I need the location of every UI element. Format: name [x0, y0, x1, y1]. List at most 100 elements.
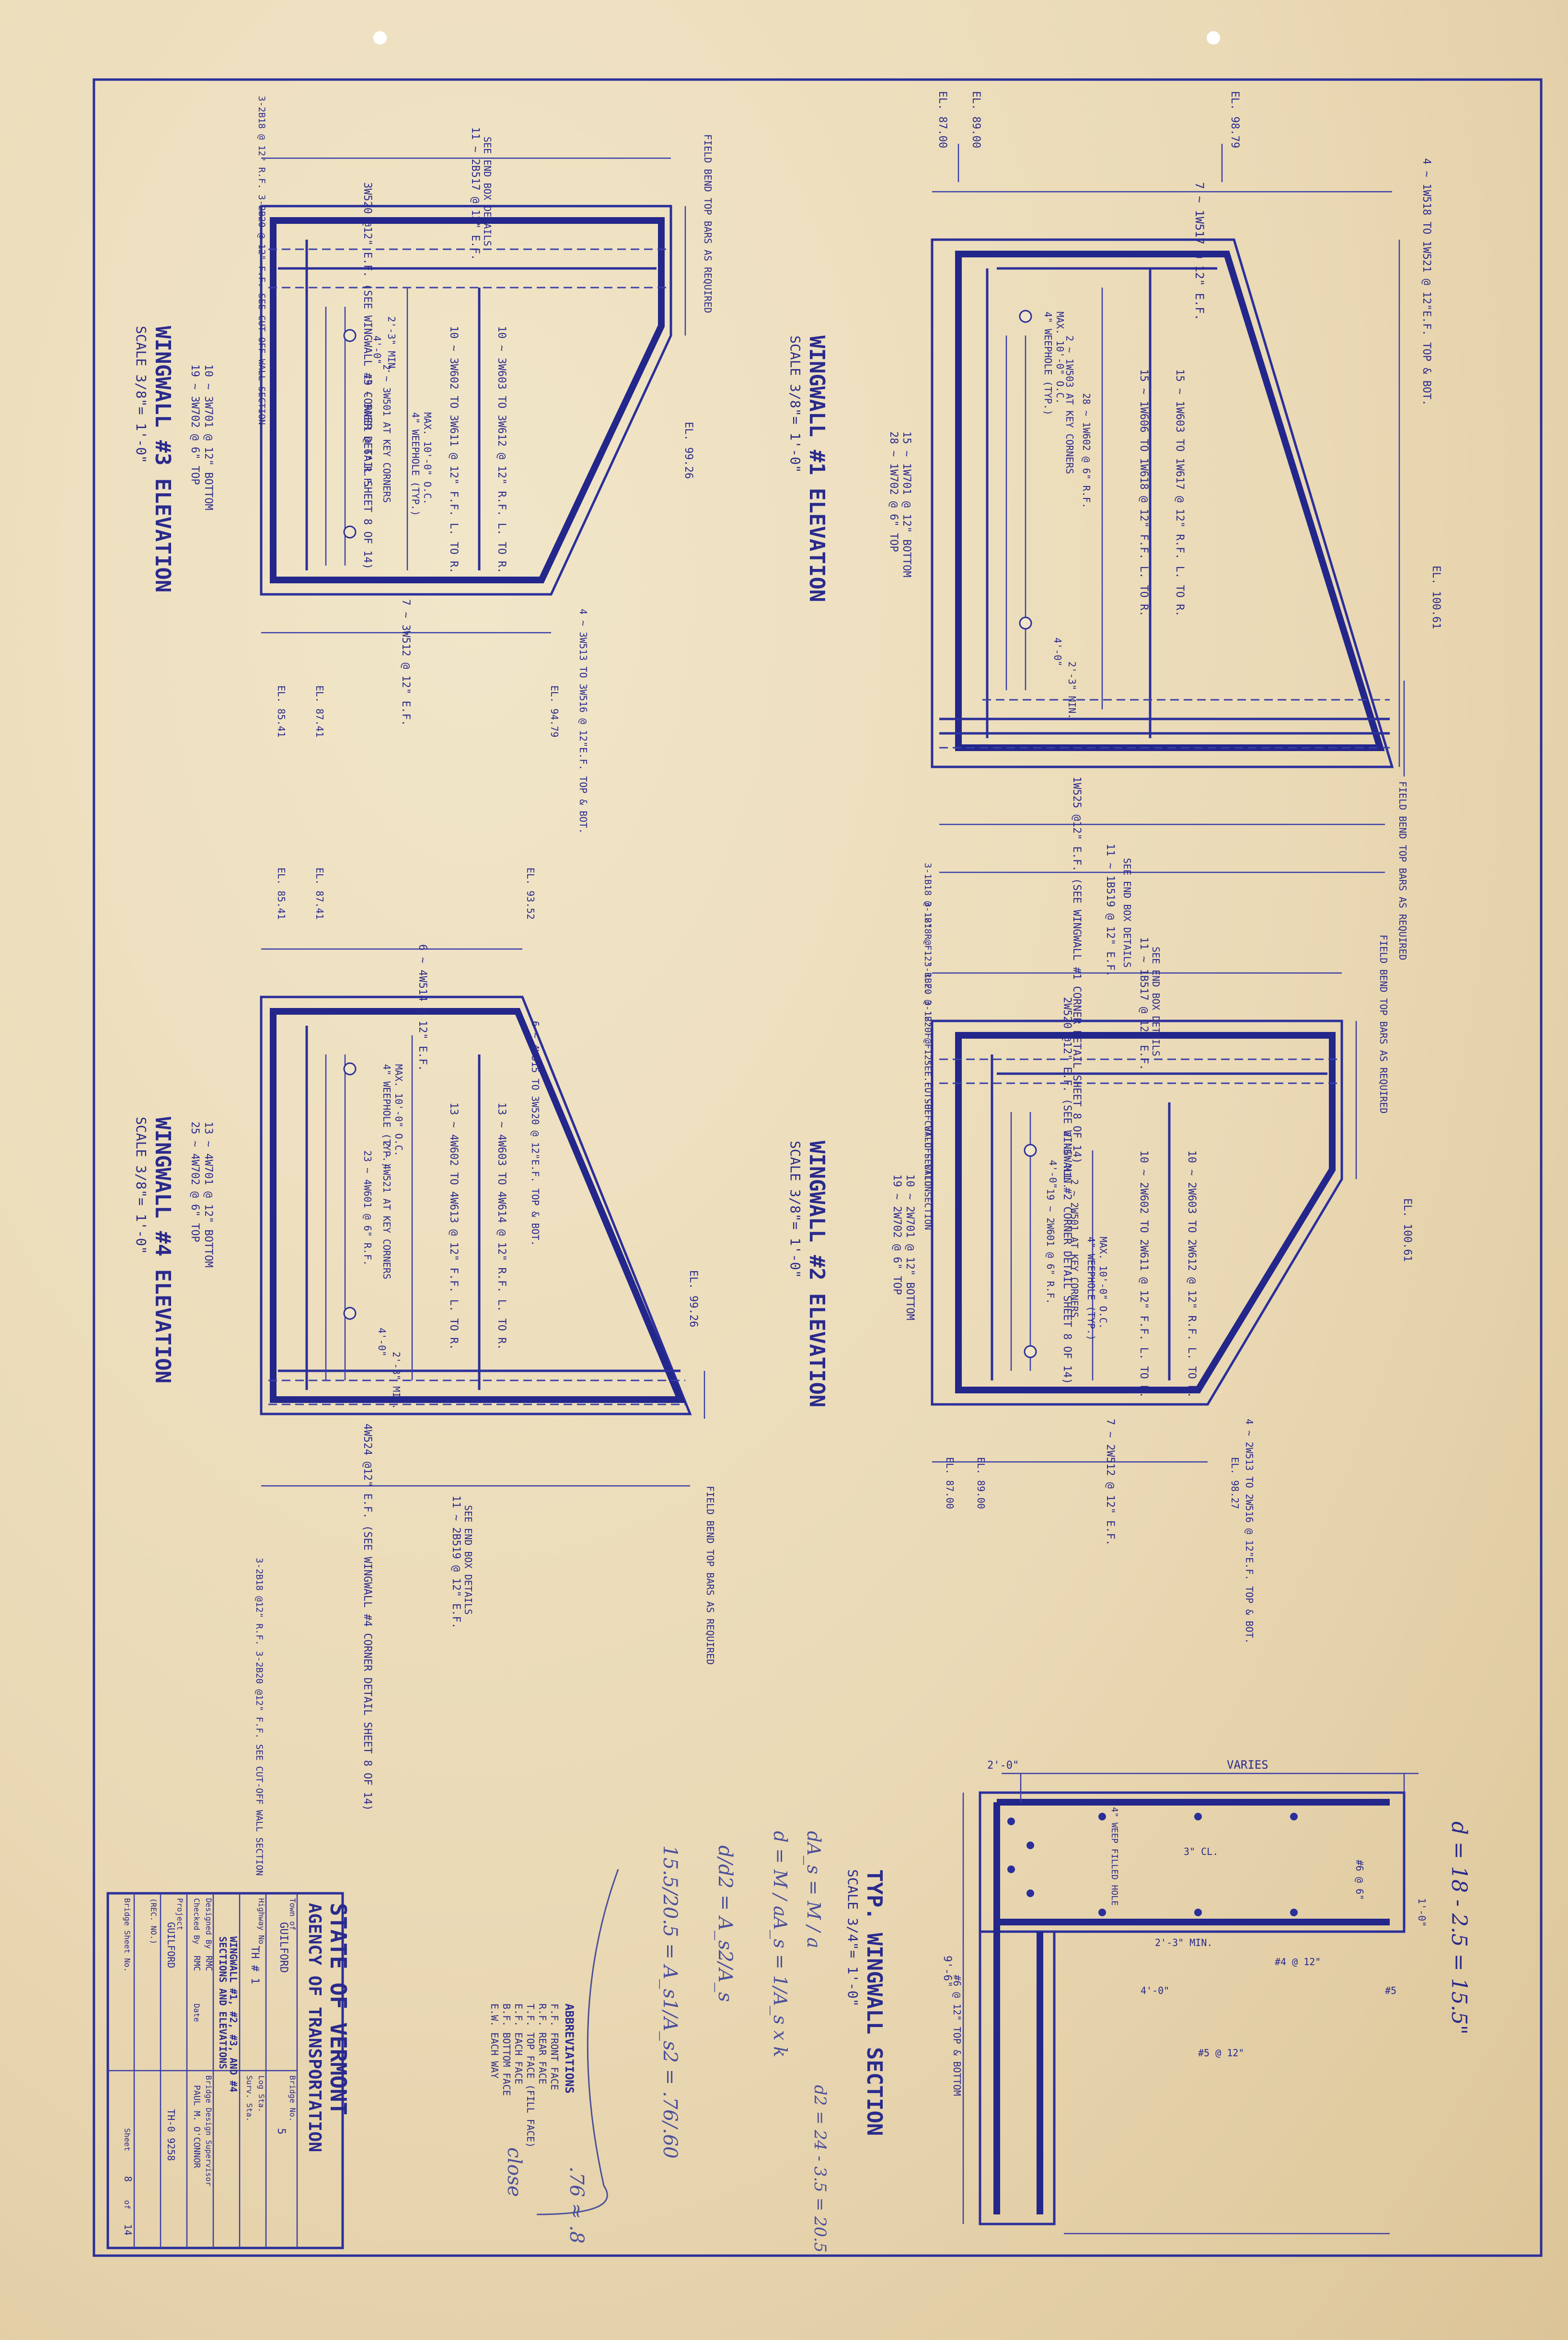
ww1-key-corners: 2 ~ 1W503 AT KEY CORNERS: [1064, 336, 1075, 474]
ww1-weephole-max: MAX. 10'-0" O.C.: [1054, 312, 1066, 404]
ww2-key-corners: 2 ~ 2W501 AT KEY CORNERS: [1069, 1179, 1080, 1318]
ww2-min: 2'-3" MIN.: [1061, 1131, 1073, 1189]
section-bar6b: #6 @ 12" TOP & BOTTOM: [951, 1975, 963, 2096]
ww3-scale: SCALE 3/8"= 1'-0": [133, 326, 149, 463]
section-scale: SCALE 3/4"= 1'-0": [845, 1869, 861, 2007]
abbr-heading: ABBREVIATIONS: [563, 2004, 576, 2094]
section-dim-base: 9'-6": [941, 1956, 953, 1987]
ww3-key-corners: 2 ~ 3W501 AT KEY CORNERS: [381, 364, 392, 503]
ww1-bottom-bars: 28 ~ 1W702 @ 6" TOP: [888, 431, 899, 552]
town-label: Town of: [288, 1898, 297, 1930]
ww4-bot-main-b: 13 ~ 4W701 @ 12" BOTTOM: [202, 1122, 214, 1268]
abbreviations: ABBREVIATIONS F.F. FRONT FACE R.F. REAR …: [489, 2004, 576, 2148]
ww2-dim: 4'-0": [1047, 1160, 1059, 1189]
ww4-bot-main: 25 ~ 4W702 @ 6" TOP: [189, 1122, 201, 1242]
wingwall-3-elevation: 11 ~ 2B517 @ 12" E.F. SEE END BOX DETAIL…: [133, 96, 714, 834]
section-dim-min: 2'-3" MIN.: [1155, 1937, 1212, 1948]
ww3-corner-note: 4 ~ 3W513 TO 3W516 @ 12"E.F. TOP & BOT.: [577, 609, 589, 834]
wingwall-4-elevation: 6 ~ 4W514 @ 12" E.F. 6 ~ 4W515 TO 3W520 …: [133, 868, 716, 1876]
ww1-el-c: EL. 98.79: [1229, 91, 1241, 148]
wingwall-1-elevation: 7 ~ 1W517 @ 12" E.F. 4 ~ 1W518 TO 1W521 …: [787, 91, 1442, 1192]
ww2-top-bars: 11 ~ 1B517 @ 12" E.F.: [1138, 937, 1150, 1070]
ww4-el-b: EL. 87.41: [314, 868, 325, 919]
sheet-border: [92, 78, 1543, 2257]
date-label: Date: [192, 2004, 201, 2022]
ww1-end-box: SEE END BOX DETAILS: [1121, 858, 1133, 968]
wingwall-2-elevation: 11 ~ 1B517 @ 12" E.F. SEE END BOX DETAIL…: [787, 901, 1413, 1644]
abbr-item: B.F. BOTTOM FACE: [501, 2004, 512, 2096]
typical-wingwall-section: VARIES 2'-0" 9'-6" 2'-3" MIN. 4'-0" 1'-0…: [845, 1758, 1428, 2235]
ww3-horiz-bars: 3W520 @12" E.F. (SEE WINGWALL #3 CORNER …: [361, 182, 373, 569]
ww4-vert-bars-b: 13 ~ 4W602 TO 4W613 @ 12" F.F. L. TO R.: [448, 1102, 460, 1350]
survey-label: Surv. Sta.: [245, 2075, 254, 2121]
ww3-el-b: EL. 87.41: [314, 685, 325, 737]
ww4-scale: SCALE 3/8"= 1'-0": [133, 1117, 149, 1254]
ww2-el-c: EL. 98.27: [1229, 1457, 1241, 1509]
hand-eq4: 15.5/20.5 = A_s1/A_s2 = .76/.60: [659, 1845, 681, 2158]
hand-eq6: close: [503, 2147, 525, 2197]
ww2-bottom-bars: 7 ~ 2W512 @ 12" E.F.: [1104, 1419, 1116, 1546]
hand-eq5: .76 ≈ .8: [565, 2166, 588, 2244]
highway: TH # 1: [249, 1946, 261, 1984]
section-dim-top: 2'-0": [987, 1760, 1019, 1772]
section-dim-4: 4'-0": [1141, 1985, 1169, 1996]
ww1-el-top: EL. 100.61: [1430, 566, 1442, 629]
ww3-el-c: EL. 94.79: [549, 685, 560, 737]
of-label: of: [123, 2200, 132, 2209]
designed-label: Designed By: [204, 1898, 213, 1949]
ww4-corner-note: 6 ~ 4W515 TO 3W520 @ 12"E.F. TOP & BOT.: [530, 1021, 541, 1246]
ww1-rf: 28 ~ 1W602 @ 6" R.F.: [1081, 393, 1092, 509]
ww4-horiz-bars: 4W524 @12" E.F. (SEE WINGWALL #4 CORNER …: [361, 1424, 373, 1811]
ww1-vert-bars-a: 15 ~ 1W603 TO 1W617 @ 12" R.F. L. TO R.: [1174, 369, 1186, 617]
ww2-scale: SCALE 3/8"= 1'-0": [787, 1141, 803, 1278]
ww4-end-bars: 11 ~ 2B519 @ 12" E.F.: [450, 1495, 462, 1629]
ww1-cutoff: 3-1B18 @ 12" R.F. 3-1B20 @ 12" F.F. SEE …: [922, 863, 933, 1192]
ww2-horiz-bars: 2W520 @12" E.F. (SEE WINGWALL #2 CORNER …: [1061, 997, 1073, 1384]
ww3-vert-bars-b: 10 ~ 3W602 TO 3W611 @ 12" F.F. L. TO R.: [448, 326, 460, 574]
ww3-top-bars: 11 ~ 2B517 @ 12" E.F.: [469, 127, 481, 260]
bridge-label: Bridge No.: [288, 2075, 297, 2121]
ww4-el-a: EL. 85.41: [276, 868, 287, 919]
highway-label: Highway No.: [257, 1898, 266, 1949]
title-block: STATE OF VERMONT AGENCY OF TRANSPORTATIO…: [106, 1892, 351, 2249]
hand-d2: d2 = 24 - 3.5 = 20.5: [810, 2085, 830, 2253]
ww1-scale: SCALE 3/8"= 1'-0": [787, 336, 803, 473]
ww1-min: 2'-3" MIN.: [1066, 661, 1078, 719]
ww2-bot-main-b: 10 ~ 2W701 @ 12" BOTTOM: [904, 1174, 916, 1321]
ww3-end-box: SEE END BOX DETAILS: [482, 137, 493, 246]
bridge-no: 5: [275, 2128, 287, 2134]
ww4-top-bars: 6 ~ 4W514 @ 12" E.F.: [416, 944, 428, 1071]
hand-eq2: d = M / aA_s = 1/A_s x k: [769, 1831, 791, 2057]
ww2-el-b: EL. 89.00: [975, 1457, 987, 1509]
ww4-key-corners: 2 ~ 4W521 AT KEY CORNERS: [381, 1141, 392, 1279]
ww3-el-top: EL. 99.26: [682, 422, 694, 479]
ww1-vert-bars-b: 15 ~ 1W606 TO 1W618 @ 12" F.F. L. TO R.: [1138, 369, 1150, 617]
ww1-title: WINGWALL #1 ELEVATION: [805, 336, 829, 602]
ww4-end-box: SEE END BOX DETAILS: [462, 1505, 474, 1615]
total-sheets: 14: [122, 2224, 134, 2236]
ww3-vert-bars-a: 10 ~ 3W603 TO 3W612 @ 12" R.F. L. TO R.: [496, 326, 507, 574]
ww4-vert-bars-a: 13 ~ 4W603 TO 4W614 @ 12" R.F. L. TO R.: [496, 1102, 507, 1350]
ww3-title: WINGWALL #3 ELEVATION: [150, 326, 175, 592]
ww4-weephole: 4" WEEPHOLE (TYP.): [381, 1064, 392, 1168]
bridge-design: Bridge Design Supervisor: [204, 2075, 213, 2187]
ww1-horiz-bars: 1W525 @12" E.F. (SEE WINGWALL #1 CORNER …: [1071, 776, 1083, 1164]
ww1-top-bars: 7 ~ 1W517 @ 12" E.F.: [1193, 182, 1206, 321]
ww3-el-a: EL. 85.41: [276, 685, 287, 737]
rec-label: (REC. NO.): [149, 1898, 158, 1944]
agency-line-1: STATE OF VERMONT: [325, 1903, 351, 2115]
designed: RMC: [204, 1956, 214, 1971]
section-clr: 3" CL.: [1184, 1846, 1218, 1857]
project: GUILFORD: [165, 1922, 177, 1968]
ww1-dim: 4'-0": [1052, 637, 1063, 666]
ww2-weephole-max: MAX. 10'-0" O.C.: [1097, 1237, 1109, 1329]
ww2-el-top: EL. 100.61: [1401, 1198, 1413, 1262]
ww2-el-a: EL. 87.00: [944, 1457, 956, 1509]
section-title: TYP. WINGWALL SECTION: [862, 1869, 887, 2136]
sheet-title-1: WINGWALL #1, #2, #3, AND #4: [228, 1936, 239, 2092]
abbr-item: R.F. REAR FACE: [537, 2004, 548, 2085]
ww4-el-c: EL. 93.52: [525, 868, 536, 919]
ww2-vert-bars-b: 10 ~ 2W602 TO 2W611 @ 12" F.F. L. TO R.: [1138, 1150, 1150, 1398]
